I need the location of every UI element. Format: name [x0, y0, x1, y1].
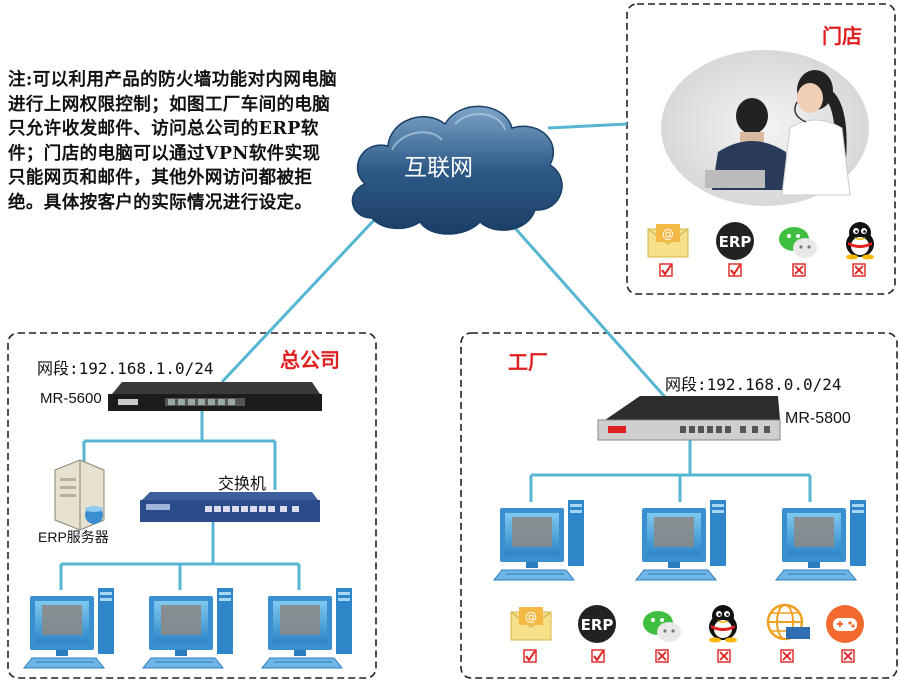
factory-router-model: MR-5800 — [785, 410, 851, 427]
allow-checkbox — [728, 263, 742, 277]
allow-checkbox — [659, 263, 673, 277]
qq-icon — [709, 605, 737, 643]
factory-apps — [510, 603, 864, 663]
hq-router — [108, 382, 322, 411]
hq-router-model: MR-5600 — [40, 390, 102, 407]
pc-icon — [261, 587, 353, 669]
factory-title: 工厂 — [508, 350, 548, 374]
pc-icon — [775, 499, 867, 581]
game-icon — [826, 605, 864, 643]
hq-switch — [140, 492, 320, 522]
erp-server — [54, 459, 105, 531]
hq-switch-label: 交换机 — [218, 476, 267, 493]
deny-checkbox — [717, 649, 731, 663]
web-icon — [766, 603, 812, 641]
erp-server-label: ERP服务器 — [38, 529, 109, 545]
allow-checkbox — [523, 649, 537, 663]
allow-checkbox — [591, 649, 605, 663]
pc-icon — [635, 499, 727, 581]
store-title: 门店 — [822, 24, 862, 48]
deny-checkbox — [655, 649, 669, 663]
store-photo — [661, 50, 869, 206]
pc-icon — [493, 499, 585, 581]
erp-icon — [578, 605, 616, 643]
wan-links — [220, 122, 674, 406]
internet-label: 互联网 — [404, 155, 473, 181]
factory-subnet: 网段:192.168.0.0/24 — [665, 375, 842, 394]
deny-checkbox — [841, 649, 855, 663]
hq-subnet: 网段:192.168.1.0/24 — [37, 359, 214, 378]
note-text: 注:可以利用产品的防火墙功能对内网电脑进行上网权限控制；如图工厂车间的电脑只允许… — [8, 70, 338, 213]
hq-pcs — [23, 587, 353, 669]
deny-checkbox — [792, 263, 806, 277]
deny-checkbox — [780, 649, 794, 663]
hq-lan-links — [59, 411, 301, 590]
deny-checkbox — [852, 263, 866, 277]
store-region — [626, 3, 896, 295]
pc-icon — [142, 587, 234, 669]
factory-pcs — [493, 499, 867, 581]
factory-region — [460, 332, 898, 679]
internet-cloud — [351, 105, 563, 235]
wechat-icon — [779, 227, 817, 258]
pc-icon — [23, 587, 115, 669]
factory-router — [597, 396, 781, 441]
store-apps — [647, 222, 874, 277]
qq-icon — [846, 222, 874, 260]
wechat-icon — [643, 611, 681, 642]
mail-icon — [510, 606, 552, 641]
factory-lan-links — [529, 440, 812, 502]
mail-icon — [647, 223, 689, 258]
hq-title: 总公司 — [280, 348, 340, 372]
erp-icon — [716, 222, 754, 260]
